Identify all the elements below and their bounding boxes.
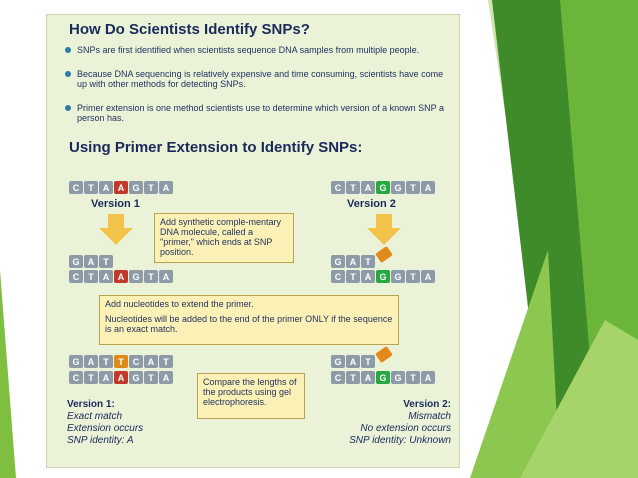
nucleotide-a: A <box>114 181 128 194</box>
nucleotide-g: G <box>376 181 390 194</box>
nucleotide-a: A <box>99 371 113 384</box>
bullet-dot-icon <box>65 71 71 77</box>
heading-primer-extension: Using Primer Extension to Identify SNPs: <box>69 139 363 156</box>
down-arrow-icon <box>367 214 401 245</box>
nucleotide-t: T <box>346 270 360 283</box>
nucleotide-t: T <box>144 181 158 194</box>
nucleotide-a: A <box>361 371 375 384</box>
extension-info-box: Add nucleotides to extend the primer. Nu… <box>99 295 399 345</box>
result-version2: Version 2: Mismatch No extension occurs … <box>349 399 451 446</box>
nucleotide-a: A <box>421 181 435 194</box>
nucleotide-t: T <box>406 371 420 384</box>
snp-figure: How Do Scientists Identify SNPs? SNPs ar… <box>46 14 460 468</box>
bullet-item: SNPs are first identified when scientist… <box>65 45 447 55</box>
nucleotide-a: A <box>346 255 360 268</box>
nucleotide-t: T <box>84 181 98 194</box>
nucleotide-g: G <box>376 270 390 283</box>
nucleotide-a: A <box>159 371 173 384</box>
nucleotide-a: A <box>84 355 98 368</box>
nucleotide-t: T <box>114 355 128 368</box>
nucleotide-c: C <box>69 181 83 194</box>
nucleotide-g: G <box>391 371 405 384</box>
nucleotide-c: C <box>331 371 345 384</box>
left-green-shape <box>0 270 16 478</box>
nucleotide-t: T <box>346 371 360 384</box>
nucleotide-a: A <box>114 270 128 283</box>
bullet-item: Primer extension is one method scientist… <box>65 103 447 123</box>
nucleotide-a: A <box>84 255 98 268</box>
version1-label: Version 1 <box>91 198 140 210</box>
nucleotide-t: T <box>361 355 375 368</box>
nucleotide-c: C <box>69 270 83 283</box>
nucleotide-tag-icon <box>375 245 393 264</box>
nucleotide-t: T <box>159 355 173 368</box>
right-bottom-shape <box>520 320 638 478</box>
nucleotide-g: G <box>129 371 143 384</box>
bullet-item: Because DNA sequencing is relatively exp… <box>65 69 447 89</box>
nucleotide-g: G <box>391 181 405 194</box>
version2-label: Version 2 <box>347 198 396 210</box>
right-lower-shape <box>470 250 560 478</box>
nucleotide-g: G <box>391 270 405 283</box>
compare-info-box: Compare the lengths of the products usin… <box>197 373 305 419</box>
nucleotide-t: T <box>406 181 420 194</box>
nucleotide-g: G <box>129 181 143 194</box>
nucleotide-t: T <box>144 270 158 283</box>
nucleotide-t: T <box>144 371 158 384</box>
nucleotide-a: A <box>361 181 375 194</box>
nucleotide-g: G <box>376 371 390 384</box>
nucleotide-t: T <box>99 355 113 368</box>
nucleotide-a: A <box>159 270 173 283</box>
nucleotide-a: A <box>346 355 360 368</box>
bullet-dot-icon <box>65 47 71 53</box>
result-version1: Version 1: Exact match Extension occurs … <box>67 399 144 446</box>
nucleotide-t: T <box>346 181 360 194</box>
nucleotide-g: G <box>331 355 345 368</box>
nucleotide-g: G <box>331 255 345 268</box>
nucleotide-a: A <box>99 181 113 194</box>
bullet-dot-icon <box>65 105 71 111</box>
nucleotide-a: A <box>144 355 158 368</box>
nucleotide-t: T <box>84 371 98 384</box>
nucleotide-a: A <box>114 371 128 384</box>
nucleotide-g: G <box>69 355 83 368</box>
nucleotide-g: G <box>69 255 83 268</box>
nucleotide-t: T <box>99 255 113 268</box>
nucleotide-c: C <box>331 270 345 283</box>
primer-info-box: Add synthetic comple-mentary DNA molecul… <box>154 213 294 263</box>
nucleotide-a: A <box>159 181 173 194</box>
nucleotide-t: T <box>406 270 420 283</box>
nucleotide-tag-icon <box>375 345 393 364</box>
nucleotide-a: A <box>361 270 375 283</box>
nucleotide-c: C <box>331 181 345 194</box>
nucleotide-a: A <box>421 371 435 384</box>
nucleotide-c: C <box>69 371 83 384</box>
nucleotide-c: C <box>129 355 143 368</box>
nucleotide-t: T <box>84 270 98 283</box>
down-arrow-icon <box>99 214 133 245</box>
nucleotide-a: A <box>99 270 113 283</box>
nucleotide-t: T <box>361 255 375 268</box>
heading-identify-snps: How Do Scientists Identify SNPs? <box>69 21 310 38</box>
nucleotide-a: A <box>421 270 435 283</box>
nucleotide-g: G <box>129 270 143 283</box>
